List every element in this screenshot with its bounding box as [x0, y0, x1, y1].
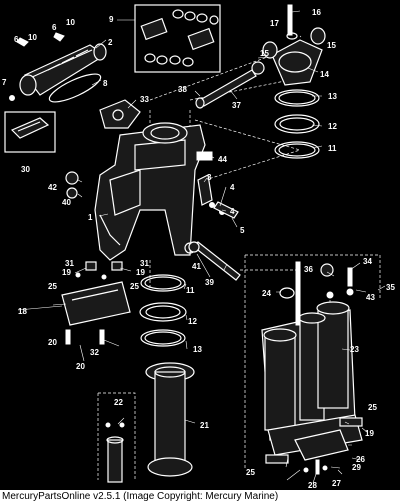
callout-25d: 25 [368, 403, 377, 412]
callout-labels: 2 6 10 6 10 9 7 8 33 30 17 16 15 15 14 3… [2, 8, 395, 490]
callout-7: 7 [2, 78, 7, 87]
callout-33: 33 [140, 95, 149, 104]
callout-25b: 25 [130, 282, 139, 291]
callout-19b: 19 [136, 268, 145, 277]
exploded-parts-diagram: 2 6 10 6 10 9 7 8 33 30 17 16 15 15 14 3… [2, 4, 395, 490]
callout-12a: 12 [328, 122, 337, 131]
callout-38: 38 [178, 85, 187, 94]
lower-bracket-18 [61, 261, 131, 345]
ring-stack-right [274, 89, 320, 159]
callout-10a: 10 [28, 33, 37, 42]
callout-34: 34 [363, 257, 372, 266]
callout-31b: 31 [140, 259, 149, 268]
callout-24: 24 [262, 289, 271, 298]
callout-25c: 25 [246, 468, 255, 477]
callout-5: 5 [240, 226, 245, 235]
callout-4b: 4 [230, 207, 235, 216]
tube-22 [105, 422, 125, 483]
pivot-pin-37 [195, 61, 265, 109]
ring-stack-center [139, 274, 187, 347]
callout-13b: 13 [193, 345, 202, 354]
callout-23: 23 [350, 345, 359, 354]
callout-11b: 11 [186, 286, 195, 295]
callout-8: 8 [103, 79, 108, 88]
callout-43: 43 [366, 293, 375, 302]
pivot-bracket-casting [94, 122, 206, 261]
callout-42: 42 [48, 183, 57, 192]
top-plate-33 [99, 99, 141, 129]
callout-14: 14 [320, 70, 329, 79]
callout-13a: 13 [328, 92, 337, 101]
callout-3: 3 [207, 173, 212, 182]
callout-15a: 15 [260, 49, 269, 58]
callout-16: 16 [312, 8, 321, 17]
callout-32: 32 [90, 348, 99, 357]
bottom-bracket [265, 417, 363, 475]
cylinder-end-cap [262, 4, 326, 86]
callout-20b: 20 [76, 362, 85, 371]
pivot-housing [19, 43, 107, 96]
callout-17: 17 [270, 19, 279, 28]
callout-9: 9 [109, 15, 114, 24]
bolt-39 [188, 241, 241, 281]
callout-1: 1 [88, 213, 93, 222]
callout-25a: 25 [48, 282, 57, 291]
callout-21: 21 [200, 421, 209, 430]
callout-41: 41 [192, 262, 201, 271]
callout-31a: 31 [65, 259, 74, 268]
callout-39: 39 [205, 278, 214, 287]
callout-10b: 10 [66, 18, 75, 27]
nuts-left [65, 171, 79, 199]
callout-12b: 12 [188, 317, 197, 326]
leader-lines [17, 10, 386, 484]
callout-15b: 15 [327, 41, 336, 50]
callout-11a: 11 [328, 144, 337, 153]
cylinder-21 [145, 362, 195, 477]
callout-35: 35 [386, 283, 395, 292]
callout-6a: 6 [14, 35, 19, 44]
small-screws [9, 32, 65, 101]
callout-22: 22 [114, 398, 123, 407]
callout-19a: 19 [62, 268, 71, 277]
tag-44 [196, 151, 213, 161]
callout-18: 18 [18, 307, 27, 316]
callout-26: 26 [356, 455, 365, 464]
detail-box-30 [4, 111, 56, 153]
footer-credit-text: MercuryPartsOnline v2.5.1 (Image Copyrig… [2, 491, 279, 502]
callout-44: 44 [218, 155, 227, 164]
callout-6b: 6 [52, 23, 57, 32]
callout-28: 28 [308, 481, 317, 490]
pump-hardware [279, 263, 354, 299]
callout-40: 40 [62, 198, 71, 207]
callout-37: 37 [232, 101, 241, 110]
seal-kit-box [134, 4, 221, 73]
o-ring-8 [48, 73, 102, 103]
copyright-footer: MercuryPartsOnline v2.5.1 (Image Copyrig… [0, 490, 400, 504]
callout-30: 30 [21, 165, 30, 174]
callout-19c: 19 [365, 429, 374, 438]
callout-29: 29 [352, 463, 361, 472]
callout-20a: 20 [48, 338, 57, 347]
callout-2: 2 [108, 38, 113, 47]
callout-4a: 4 [230, 183, 235, 192]
callout-36: 36 [304, 265, 313, 274]
callout-27: 27 [332, 479, 341, 488]
